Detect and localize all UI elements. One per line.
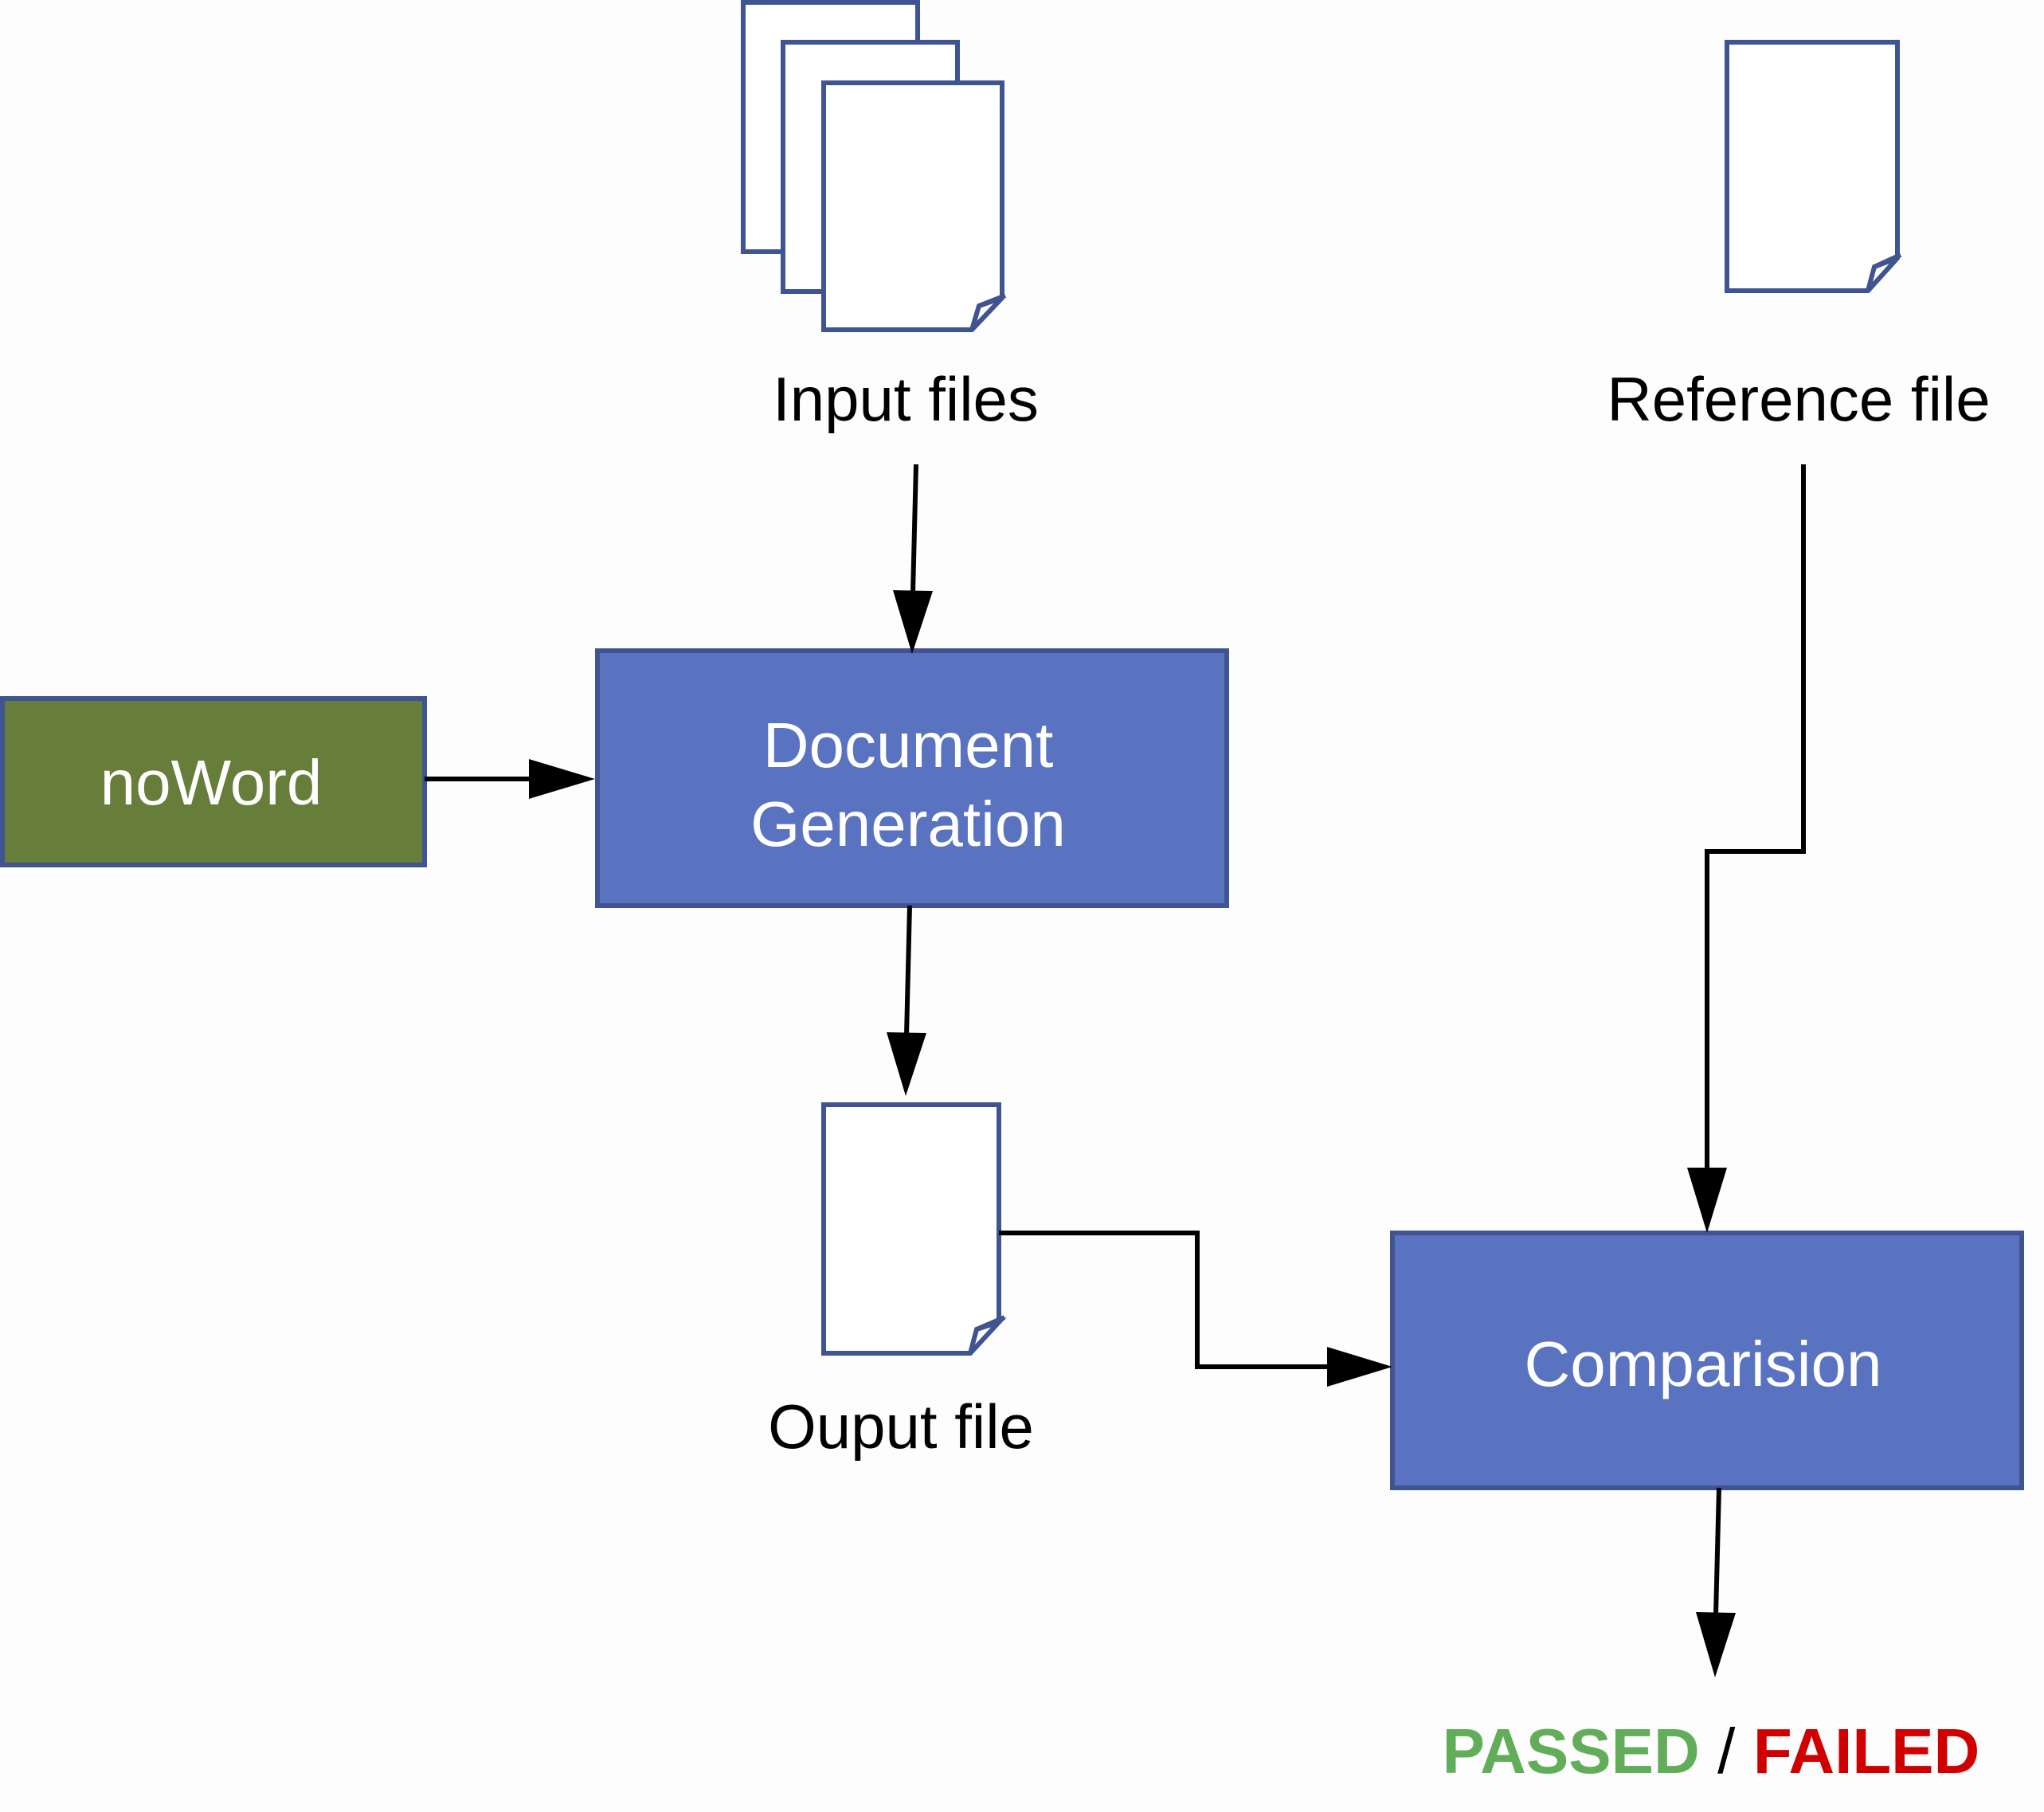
noword-label: noWord: [100, 747, 323, 818]
connector-comparision-to-result: [1696, 1487, 1736, 1677]
result-separator: /: [1717, 1716, 1736, 1787]
result-passed: PASSED: [1443, 1716, 1700, 1787]
result-failed: FAILED: [1753, 1716, 1979, 1787]
output-file-label: Ouput file: [768, 1391, 1034, 1462]
document-generation-label-line1: Document: [763, 710, 1054, 781]
connector-noword-to-generation: [425, 759, 595, 799]
connector-output-to-comparision: [999, 1231, 1392, 1387]
input-files-label: Input files: [773, 364, 1039, 434]
noword-box: [0, 696, 427, 867]
connector-reference-to-comparision: [1687, 464, 1806, 1233]
result-label: PASSED / FAILED: [1443, 1716, 1980, 1787]
input-files-icon: [741, 0, 1007, 332]
reference-file-icon: [1725, 40, 1902, 293]
output-file-icon: [821, 1102, 1007, 1356]
comparision-label: Comparision: [1524, 1329, 1881, 1399]
reference-file-label: Reference file: [1607, 364, 1990, 434]
document-generation-box: [595, 648, 1229, 908]
document-generation-label-line2: Generation: [750, 789, 1066, 859]
connector-input-to-generation: [893, 464, 933, 654]
connector-generation-to-output: [887, 905, 926, 1096]
